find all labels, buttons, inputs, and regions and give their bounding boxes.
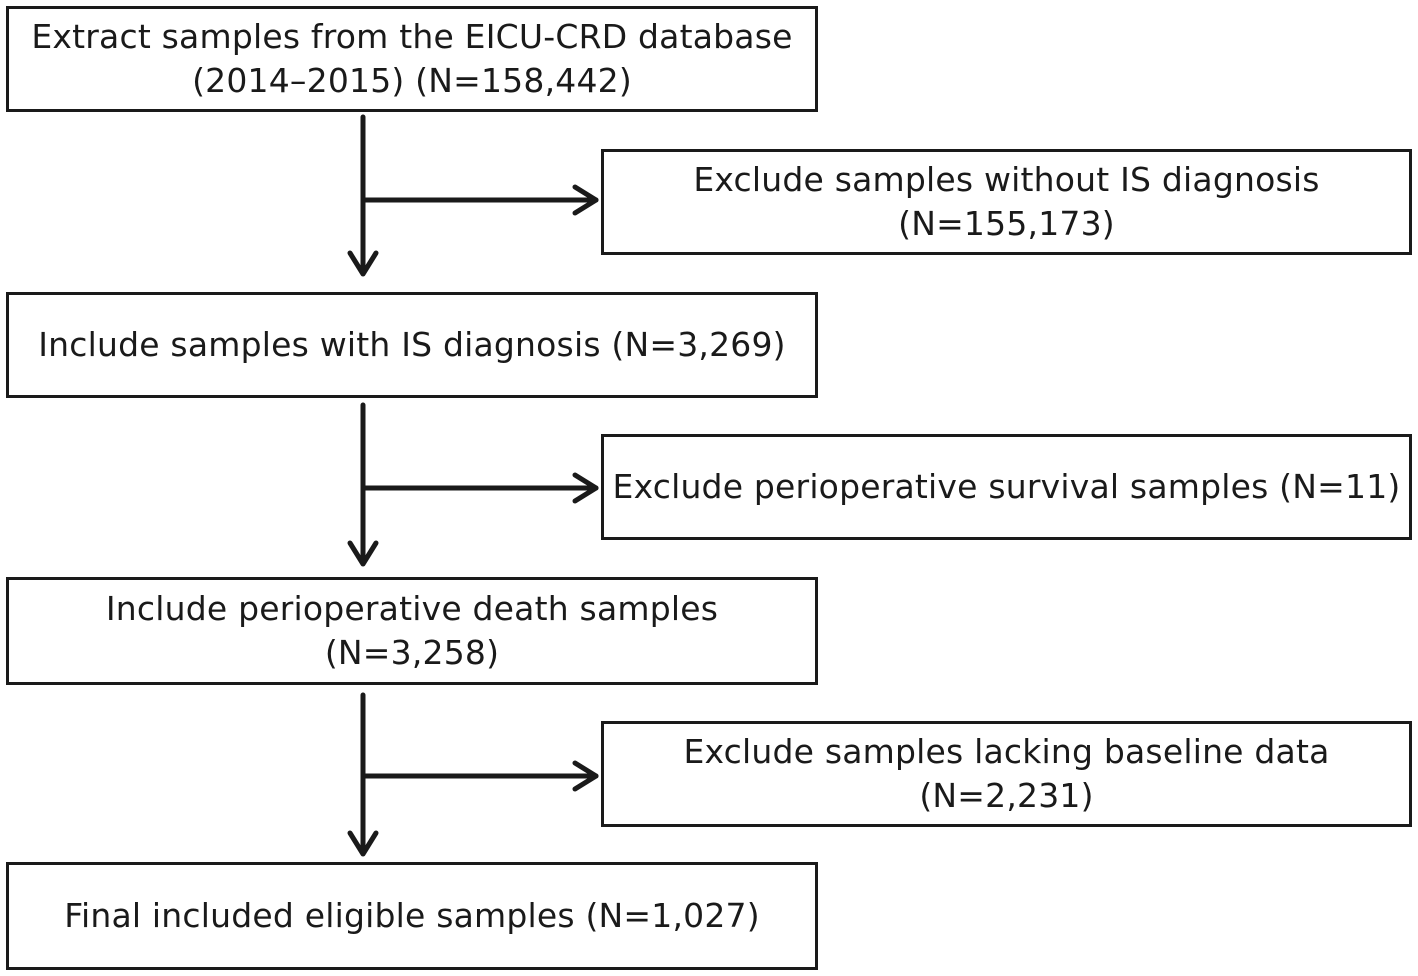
include-death-box: Include perioperative death samples (N=3… xyxy=(6,577,818,685)
exclude-baseline-text-line2: (N=2,231) xyxy=(919,776,1094,815)
branch-arrow-1-head xyxy=(572,184,599,216)
exclude-survival-box: Exclude perioperative survival samples (… xyxy=(601,434,1412,540)
extract-box: Extract samples from the EICU-CRD databa… xyxy=(6,6,818,112)
exclude-no-is-diagnosis-box: Exclude samples without IS diagnosis (N=… xyxy=(601,149,1412,255)
branch-arrow-3-head xyxy=(572,760,599,792)
include-is-text: Include samples with IS diagnosis (N=3,2… xyxy=(38,325,786,365)
final-text: Final included eligible samples (N=1,027… xyxy=(64,896,760,936)
include-death-text-line1: Include perioperative death samples xyxy=(105,589,719,629)
exclude-no-is-text-line2: (N=155,173) xyxy=(898,204,1115,243)
exclude-baseline-text-line1: Exclude samples lacking baseline data xyxy=(683,732,1330,772)
down-arrow-2-head xyxy=(347,540,379,567)
exclude-baseline-box: Exclude samples lacking baseline data (N… xyxy=(601,721,1412,827)
include-is-diagnosis-box: Include samples with IS diagnosis (N=3,2… xyxy=(6,292,818,398)
include-death-text-line2: (N=3,258) xyxy=(324,633,500,672)
branch-arrow-2-head xyxy=(572,472,599,504)
exclude-survival-text: Exclude perioperative survival samples (… xyxy=(612,467,1401,507)
down-arrow-1-head xyxy=(347,250,379,277)
final-eligible-box: Final included eligible samples (N=1,027… xyxy=(6,862,818,970)
extract-text-line2: (2014–2015) (N=158,442) xyxy=(192,61,632,100)
down-arrow-3-head xyxy=(347,830,379,857)
exclude-no-is-text-line1: Exclude samples without IS diagnosis xyxy=(693,160,1320,200)
extract-text-line1: Extract samples from the EICU-CRD databa… xyxy=(31,17,793,57)
